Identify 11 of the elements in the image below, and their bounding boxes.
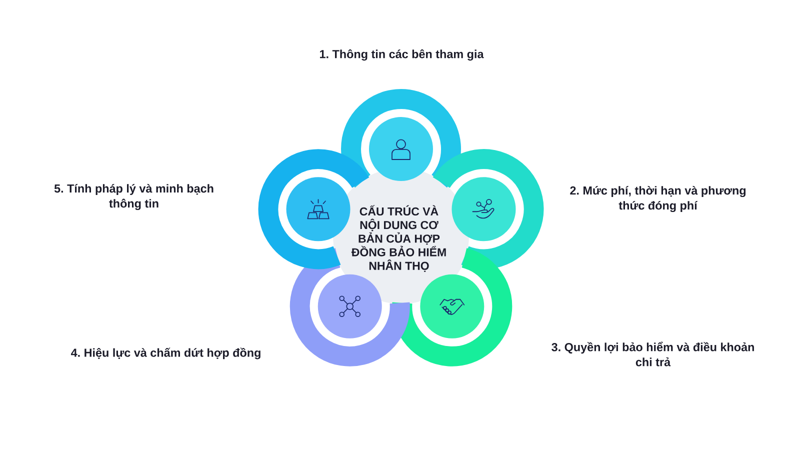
item-label: 3. Quyền lợi bảo hiểm và điều khoản chi trả (552, 342, 754, 366)
center-heading: CẤU TRÚC VÀ NỘI DUNG CƠ BẢN CỦA HỢP ĐỒNG BẢO HIỂM NHÂN THỌ (351, 205, 446, 272)
item-label: 5. Tính pháp lý và minh bạch thông tin (54, 184, 214, 210)
icon-circle (452, 177, 516, 242)
item-label: 4. Hiệu lực và chấm dứt hợp đồng (70, 348, 260, 360)
icon-circle (369, 117, 433, 181)
item-label: 1. Thông tin các bên tham gia (320, 49, 484, 61)
icon-circle (286, 177, 350, 242)
item-label: 2. Mức phí, thời hạn và phương thức đóng phí (570, 186, 746, 212)
icon-circle (420, 274, 484, 338)
icon-circle (318, 274, 382, 338)
